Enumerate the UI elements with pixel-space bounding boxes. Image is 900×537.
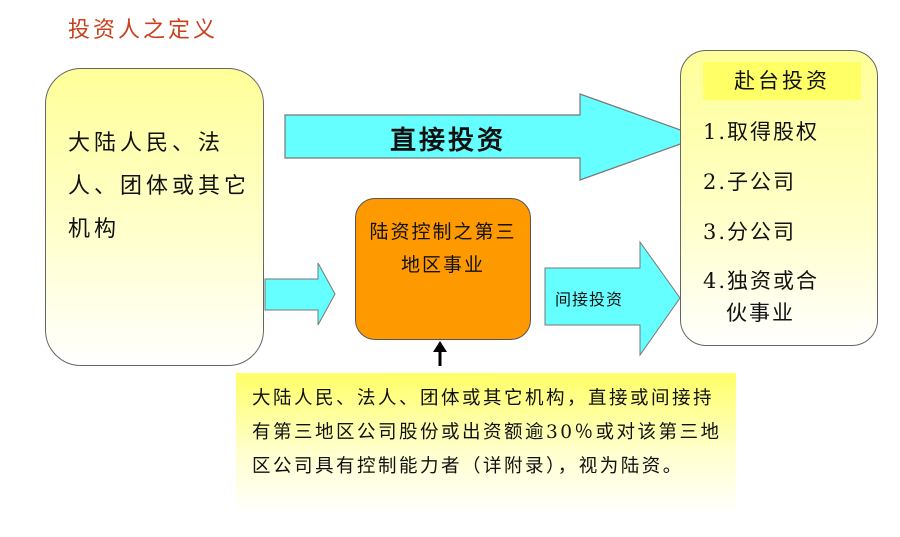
investor-to-entity-arrow (264, 262, 336, 326)
list-item: 4.独资或合 (703, 269, 820, 293)
definition-note-box (236, 373, 736, 515)
direct-investment-label: 直接投资 (390, 126, 507, 156)
controlled-entity-box (355, 198, 531, 340)
page-title: 投资人之定义 (68, 18, 219, 43)
controlled-entity-text: 陆资控制之第三地区事业 (369, 221, 517, 276)
up-arrow (433, 341, 447, 366)
indirect-investment-arrow (544, 240, 681, 357)
list-item: 伙事业 (726, 301, 795, 325)
list-item: 3.分公司 (703, 220, 797, 244)
investor-box (45, 68, 264, 366)
list-item: 1.取得股权 (703, 120, 820, 144)
indirect-investment-label: 间接投资 (555, 290, 624, 309)
direct-investment-arrow (284, 93, 702, 181)
list-item: 2.子公司 (703, 170, 797, 194)
definition-note-text: 大陆人民、法人、团体或其它机构，直接或间接持有第三地区公司股份或出资额逾30％或… (252, 388, 722, 477)
taiwan-investment-heading: 赴台投资 (703, 62, 861, 100)
investor-text: 大陆人民、法人、团体或其它机构 (68, 131, 251, 242)
